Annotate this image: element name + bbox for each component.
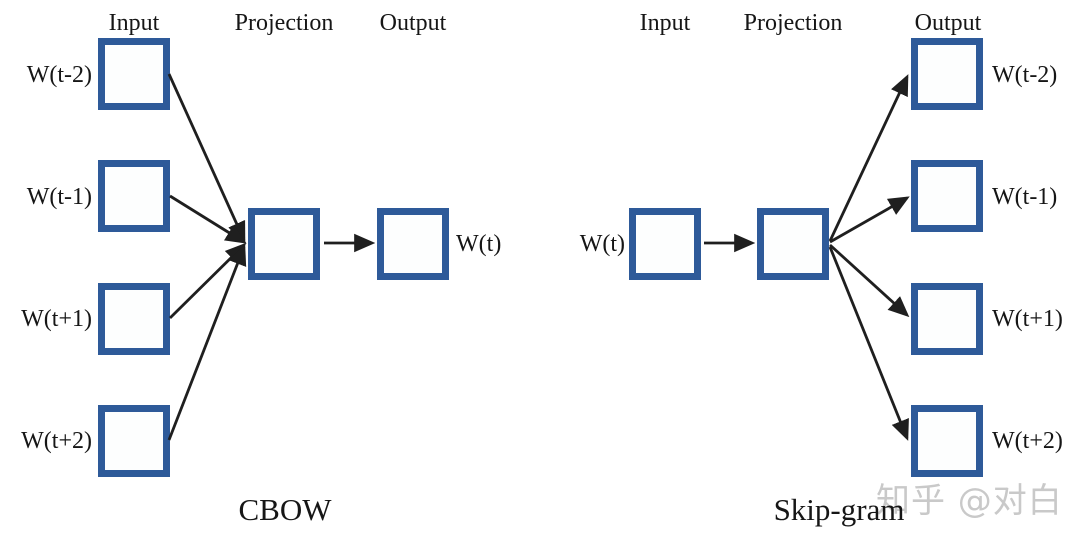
skipgram-output-node-3 <box>911 283 983 355</box>
arrow-cbow-in1-proj <box>167 73 246 243</box>
zhihu-watermark: 知乎 @对白 <box>876 481 1063 521</box>
skipgram-title: Skip-gram <box>773 492 905 527</box>
skipgram-output-label-3: W(t+1) <box>992 306 1063 332</box>
skipgram-output-node-2 <box>911 160 983 232</box>
skipgram-output-node-4 <box>911 405 983 477</box>
skipgram-output-label-2: W(t-1) <box>992 184 1058 210</box>
cbow-input-node-2 <box>98 160 170 232</box>
cbow-projection-node <box>248 208 320 280</box>
arrow-skip-proj-out4 <box>828 246 909 441</box>
skipgram-column-header-output: Output <box>914 10 982 36</box>
skipgram-column-header-input: Input <box>639 10 691 36</box>
arrow-skip-proj-out3 <box>829 243 910 318</box>
skipgram-output-node-1 <box>911 38 983 110</box>
skipgram-input-label: W(t) <box>579 231 625 257</box>
cbow-input-node-1 <box>98 38 170 110</box>
skipgram-column-header-projection: Projection <box>743 10 843 36</box>
arrow-cbow-in2-proj <box>169 194 247 244</box>
cbow-output-node <box>377 208 449 280</box>
cbow-column-header-projection: Projection <box>234 10 334 36</box>
cbow-input-label-4: W(t+2) <box>21 428 92 454</box>
arrow-cbow-in3-proj <box>169 242 247 319</box>
skipgram-input-node <box>629 208 701 280</box>
cbow-input-label-1: W(t-2) <box>26 62 92 88</box>
arrow-cbow-in4-proj <box>167 244 247 441</box>
cbow-title: CBOW <box>238 492 332 527</box>
cbow-input-label-3: W(t+1) <box>21 306 92 332</box>
cbow-input-label-2: W(t-1) <box>26 184 92 210</box>
cbow-column-header-output: Output <box>379 10 447 36</box>
skipgram-output-label-4: W(t+2) <box>992 428 1063 454</box>
cbow-input-node-3 <box>98 283 170 355</box>
cbow-column-header-input: Input <box>108 10 160 36</box>
arrow-skip-proj-out1 <box>828 74 909 242</box>
skipgram-projection-node <box>757 208 829 280</box>
arrow-skip-proj-out2 <box>829 196 910 244</box>
cbow-output-label: W(t) <box>456 231 502 257</box>
cbow-input-node-4 <box>98 405 170 477</box>
skipgram-output-label-1: W(t-2) <box>992 62 1058 88</box>
